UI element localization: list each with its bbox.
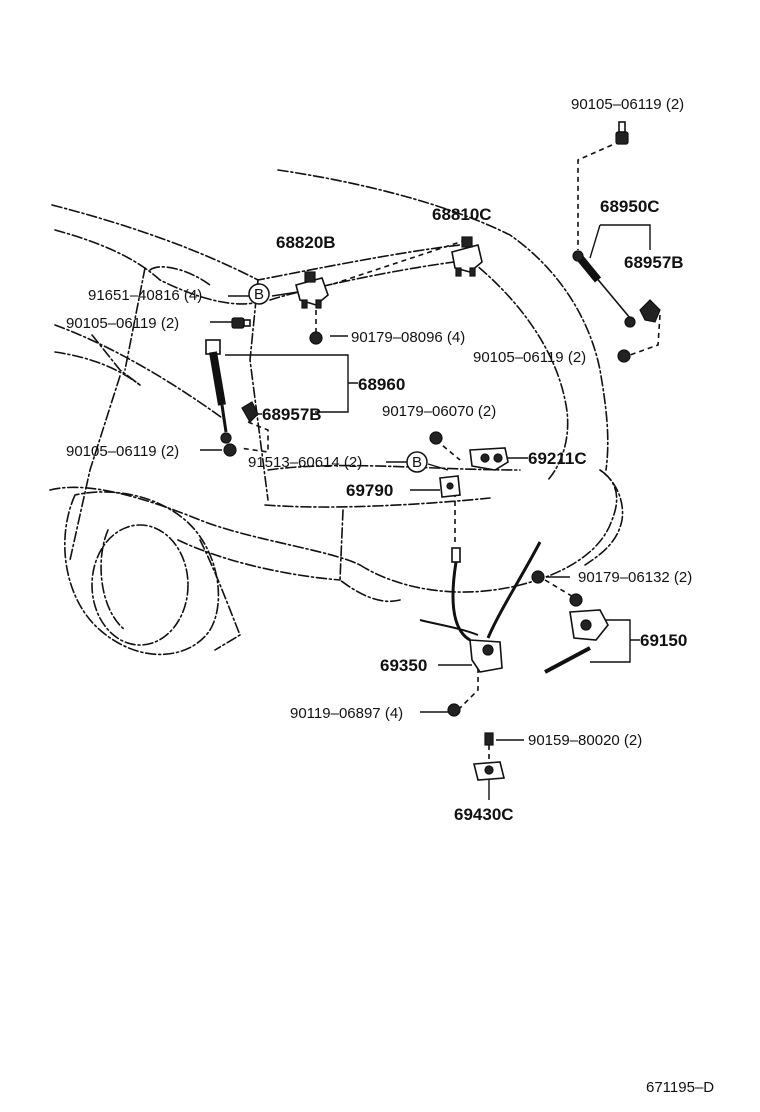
label-bracket-left: 68957B [262, 405, 322, 424]
ref-b-lower: B [406, 451, 428, 473]
hinge-right [451, 236, 483, 277]
svg-text:B: B [412, 454, 422, 471]
ref-b-top: B [248, 283, 270, 305]
bolt-lock-center [429, 431, 443, 445]
label-bolt-right-lower: 90105–06119 (2) [473, 349, 586, 366]
label-nut-latch: 90179–06132 (2) [578, 569, 692, 586]
bolt-left-upper [231, 317, 251, 329]
parts [205, 121, 661, 781]
screw-striker [484, 732, 494, 746]
nut-latch [531, 570, 545, 584]
striker [472, 761, 506, 781]
label-screw-lower: 91513–60614 (2) [248, 454, 362, 471]
label-strut-right: 68950C [600, 197, 660, 216]
label-screw-hinge: 91651–40816 (4) [88, 287, 202, 304]
label-nut-hinge: 90179–08096 (4) [351, 329, 465, 346]
label-hinge-right: 68810C [432, 205, 492, 224]
label-bracket-right: 68957B [624, 253, 684, 272]
label-lock-center: 69790 [346, 481, 393, 500]
label-bolt-top-right: 90105–06119 (2) [571, 96, 684, 113]
release-lever [469, 639, 503, 673]
label-bolt-left-upper: 90105–06119 (2) [66, 315, 179, 332]
hinge-left [295, 271, 329, 309]
label-release-lever: 69350 [380, 656, 427, 675]
strut-right [572, 250, 636, 328]
bolt-top-right [615, 121, 629, 145]
label-lock-right: 69211C [528, 449, 587, 468]
nut-hinge [309, 331, 323, 345]
latch [544, 593, 609, 674]
callout-labels: 90105–06119 (2) 68950C 68957B 68810C 688… [66, 96, 714, 1096]
bracket-right [639, 299, 661, 323]
bolt-right-lower [617, 349, 631, 363]
label-bolt-lock-center: 90179–06070 (2) [382, 403, 496, 420]
vehicle-outline [49, 169, 624, 656]
diagram-code: 671195–D [646, 1079, 714, 1096]
lock-center [439, 475, 461, 498]
bolt-lever [447, 703, 461, 717]
label-hinge-left: 68820B [276, 233, 336, 252]
svg-text:B: B [254, 286, 264, 303]
label-latch: 69150 [640, 631, 687, 650]
bracket-left [241, 401, 259, 423]
leader-lines [200, 144, 661, 800]
label-bolt-lever: 90119–06897 (4) [290, 705, 403, 722]
strut-left [205, 339, 232, 444]
label-strut-left: 68960 [358, 375, 405, 394]
lock-right [469, 447, 509, 471]
label-striker: 69430C [454, 805, 514, 824]
label-bolt-left-lower: 90105–06119 (2) [66, 443, 179, 460]
label-screw-striker: 90159–80020 (2) [528, 732, 642, 749]
release-cable [419, 541, 542, 642]
bolt-left-lower [223, 443, 237, 457]
